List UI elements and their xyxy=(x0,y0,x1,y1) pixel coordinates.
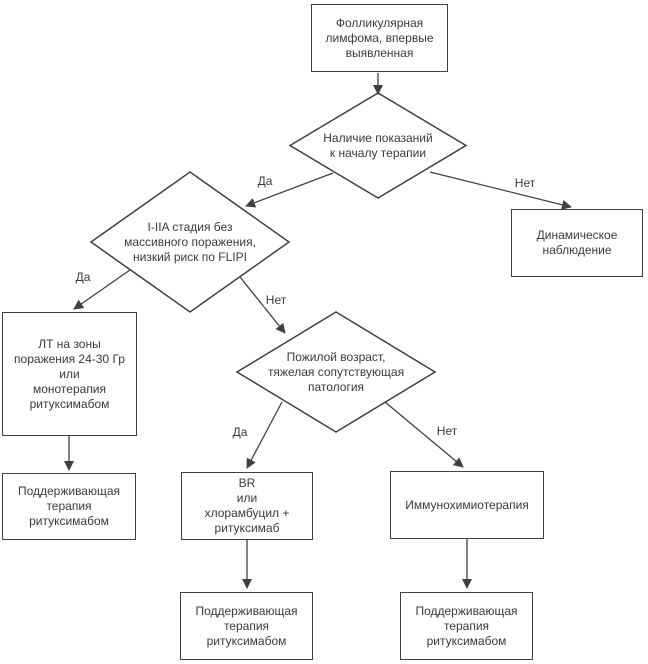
node-maintenance-right-label: Поддерживающая терапия ритуксимабом xyxy=(415,603,518,648)
decision-indication-shape xyxy=(288,92,468,199)
edge-stage-yes-to-radiotherapy xyxy=(73,269,131,310)
node-maintenance-mid: Поддерживающая терапия ритуксимабом xyxy=(180,592,313,660)
node-observation-label: Динамическое наблюдение xyxy=(536,228,618,257)
node-maintenance-right: Поддерживающая терапия ритуксимабом xyxy=(400,592,533,660)
node-radiotherapy: ЛТ на зоны поражения 24-30 Гр или моноте… xyxy=(2,312,137,436)
edge-label-indication-no: Нет xyxy=(512,176,538,190)
edge-label-stage-yes: Да xyxy=(73,270,93,284)
node-immunochemo-label: Иммунохимиотерапия xyxy=(405,497,529,512)
edge-elderly-no-to-immunochemo xyxy=(384,401,464,468)
node-radiotherapy-label: ЛТ на зоны поражения 24-30 Гр или моноте… xyxy=(14,336,125,411)
node-maintenance-mid-label: Поддерживающая терапия ритуксимабом xyxy=(195,603,298,648)
edge-label-stage-no: Нет xyxy=(263,293,289,307)
node-br-label: BR или хлорамбуцил + ритуксимаб xyxy=(204,476,290,535)
edge-label-elderly-yes: Да xyxy=(230,425,250,439)
node-start: Фолликулярная лимфома, впервые выявленна… xyxy=(311,4,448,72)
node-start-label: Фолликулярная лимфома, впервые выявленна… xyxy=(325,15,434,60)
edge-label-indication-yes: Да xyxy=(255,174,275,188)
node-maintenance-left-label: Поддерживающая терапия ритуксимабом xyxy=(17,484,121,528)
edge-stage-no-to-elderly xyxy=(239,276,286,334)
node-maintenance-left: Поддерживающая терапия ритуксимабом xyxy=(2,473,136,540)
edge-label-elderly-no: Нет xyxy=(434,424,460,438)
decision-elderly-shape xyxy=(235,311,437,433)
edge-elderly-yes-to-br xyxy=(246,401,283,469)
decision-stage-shape xyxy=(89,171,291,313)
node-observation: Динамическое наблюдение xyxy=(511,209,643,277)
node-br: BR или хлорамбуцил + ритуксимаб xyxy=(181,472,313,540)
node-immunochemo: Иммунохимиотерапия xyxy=(390,471,544,539)
edge-indication-no-to-observation xyxy=(429,171,572,210)
edge-indication-yes-to-stage xyxy=(245,172,334,208)
